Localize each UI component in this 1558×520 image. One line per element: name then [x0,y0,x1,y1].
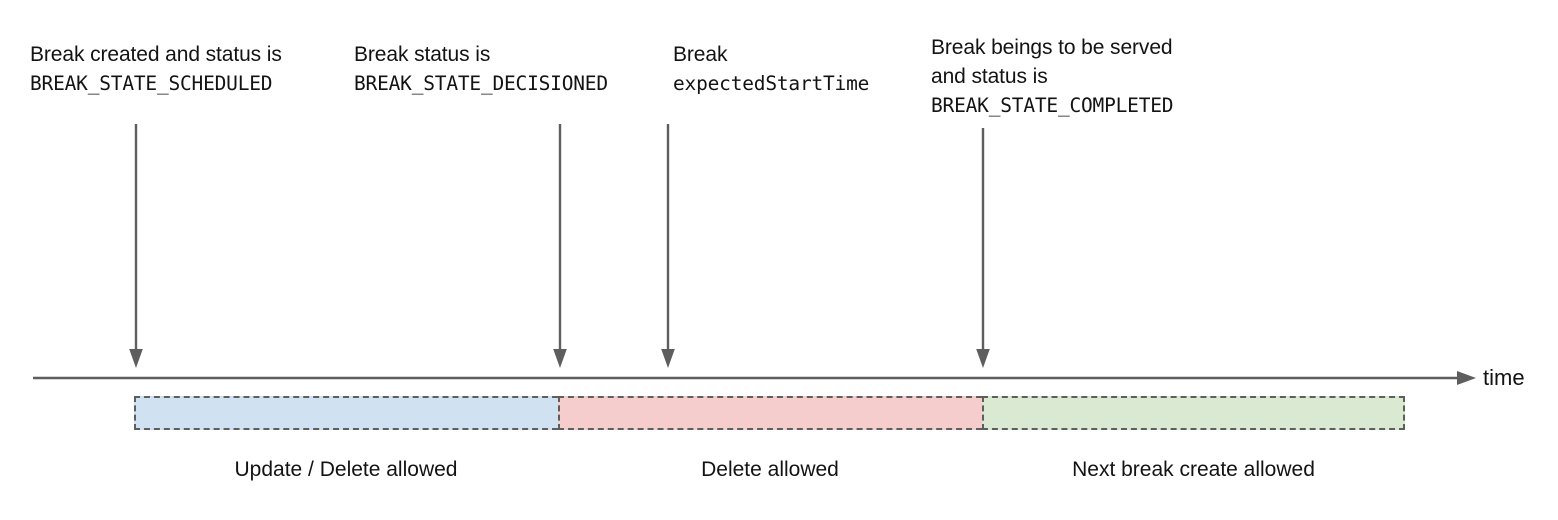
event-label-text-line2: and status is [931,65,1048,88]
time-axis-arrow [1457,371,1476,385]
event-label-break-expected-start: Break expectedStartTime [673,40,869,98]
event-label-state: BREAK_STATE_COMPLETED [931,94,1174,117]
time-axis [33,371,1476,385]
phase-caption-next-break-create-allowed: Next break create allowed [1072,458,1315,481]
event-label-break-decisioned: Break status is BREAK_STATE_DECISIONED [354,40,608,98]
event-label-state: expectedStartTime [673,72,870,95]
event-label-break-completed: Break beings to be served and status is … [931,33,1174,120]
phase-bar-next-break-create-allowed [982,396,1405,430]
phase-bar-update-delete-allowed [134,396,558,430]
phase-bar-delete-allowed [558,396,982,430]
event-label-state: BREAK_STATE_SCHEDULED [30,72,273,95]
marker-arrow-break-decisioned [553,124,567,368]
event-label-state: BREAK_STATE_DECISIONED [354,72,608,95]
event-label-text-line1: Break [673,43,728,66]
event-label-text-line1: Break beings to be served [931,36,1173,59]
phase-caption-delete-allowed: Delete allowed [701,458,839,481]
phase-caption-update-delete-allowed: Update / Delete allowed [234,458,458,481]
marker-arrow-break-created [129,124,143,368]
event-label-text-line1: Break status is [354,43,491,66]
event-label-text-line1: Break created and status is [30,43,282,66]
marker-arrow-break-completed [976,128,990,368]
time-axis-label: time [1483,365,1525,390]
event-label-break-created: Break created and status is BREAK_STATE_… [30,40,282,98]
marker-arrow-break-expected-start [661,124,675,368]
